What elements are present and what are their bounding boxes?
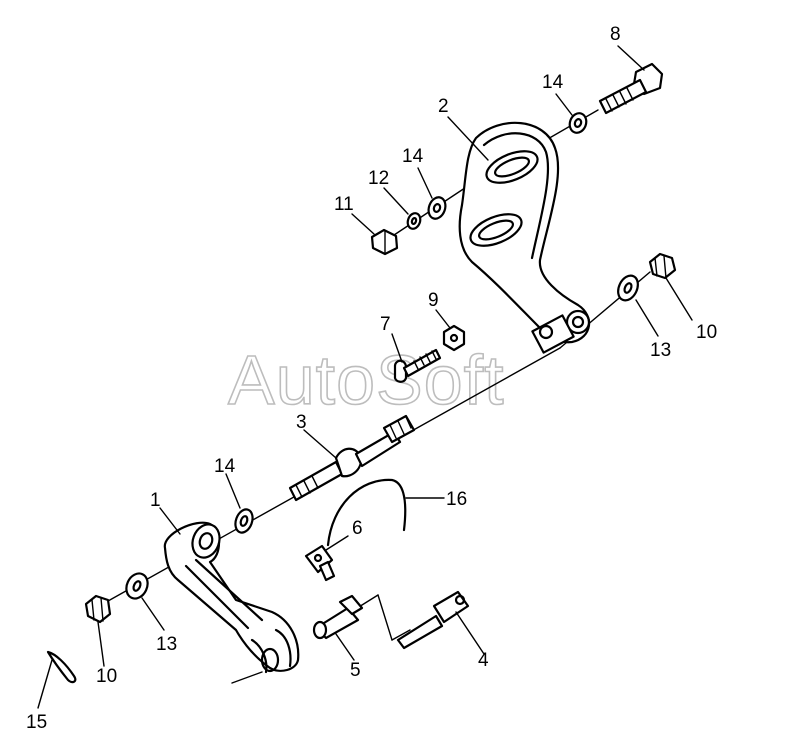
callout-2: 2 — [438, 96, 449, 117]
leader-lines — [37, 45, 693, 709]
callout-1: 1 — [150, 490, 161, 511]
washer-13-right — [617, 274, 639, 302]
screw-part-7 — [393, 348, 442, 383]
washer-14-mid — [427, 196, 447, 220]
callout-4: 4 — [478, 650, 489, 671]
callout-14: 14 — [402, 146, 424, 167]
callout-6: 6 — [352, 518, 363, 539]
washer-14-lower — [234, 508, 254, 534]
callout-11: 11 — [334, 194, 354, 215]
callout-10: 10 — [696, 322, 717, 343]
callout-16: 16 — [446, 489, 467, 510]
rod-part-3 — [288, 414, 416, 502]
castle-nut-10-left — [84, 594, 112, 624]
lock-washer-12 — [406, 212, 422, 230]
pin-part-4 — [396, 590, 470, 650]
cotter-pin-part-15 — [46, 650, 77, 684]
washer-14-upper — [568, 112, 588, 134]
bolt-part-8 — [598, 62, 664, 115]
callout-14: 14 — [214, 456, 236, 477]
callout-13: 13 — [156, 634, 177, 655]
callout-9: 9 — [428, 290, 439, 311]
washer-13-left — [125, 572, 149, 600]
clevis-part-5 — [312, 594, 364, 640]
callout-5: 5 — [350, 660, 361, 681]
callout-10: 10 — [96, 666, 117, 687]
wire-part-16 — [326, 478, 407, 547]
lever-part-1 — [163, 521, 300, 674]
callout-3: 3 — [296, 412, 307, 433]
castle-nut-10-right — [648, 252, 677, 280]
callout-12: 12 — [368, 168, 389, 189]
fitting-part-6 — [304, 544, 336, 582]
nut-11 — [370, 228, 399, 256]
callout-14: 14 — [542, 72, 564, 93]
callout-8: 8 — [610, 24, 621, 45]
bracket-part-2 — [458, 121, 591, 354]
callout-labels: 8 14 2 14 12 11 10 13 9 7 3 14 16 1 6 13… — [26, 24, 717, 733]
callout-13: 13 — [650, 340, 671, 361]
callout-15: 15 — [26, 712, 47, 733]
nut-part-9 — [442, 324, 466, 352]
watermark-text: AutoSoft — [228, 341, 505, 419]
callout-7: 7 — [380, 314, 391, 335]
